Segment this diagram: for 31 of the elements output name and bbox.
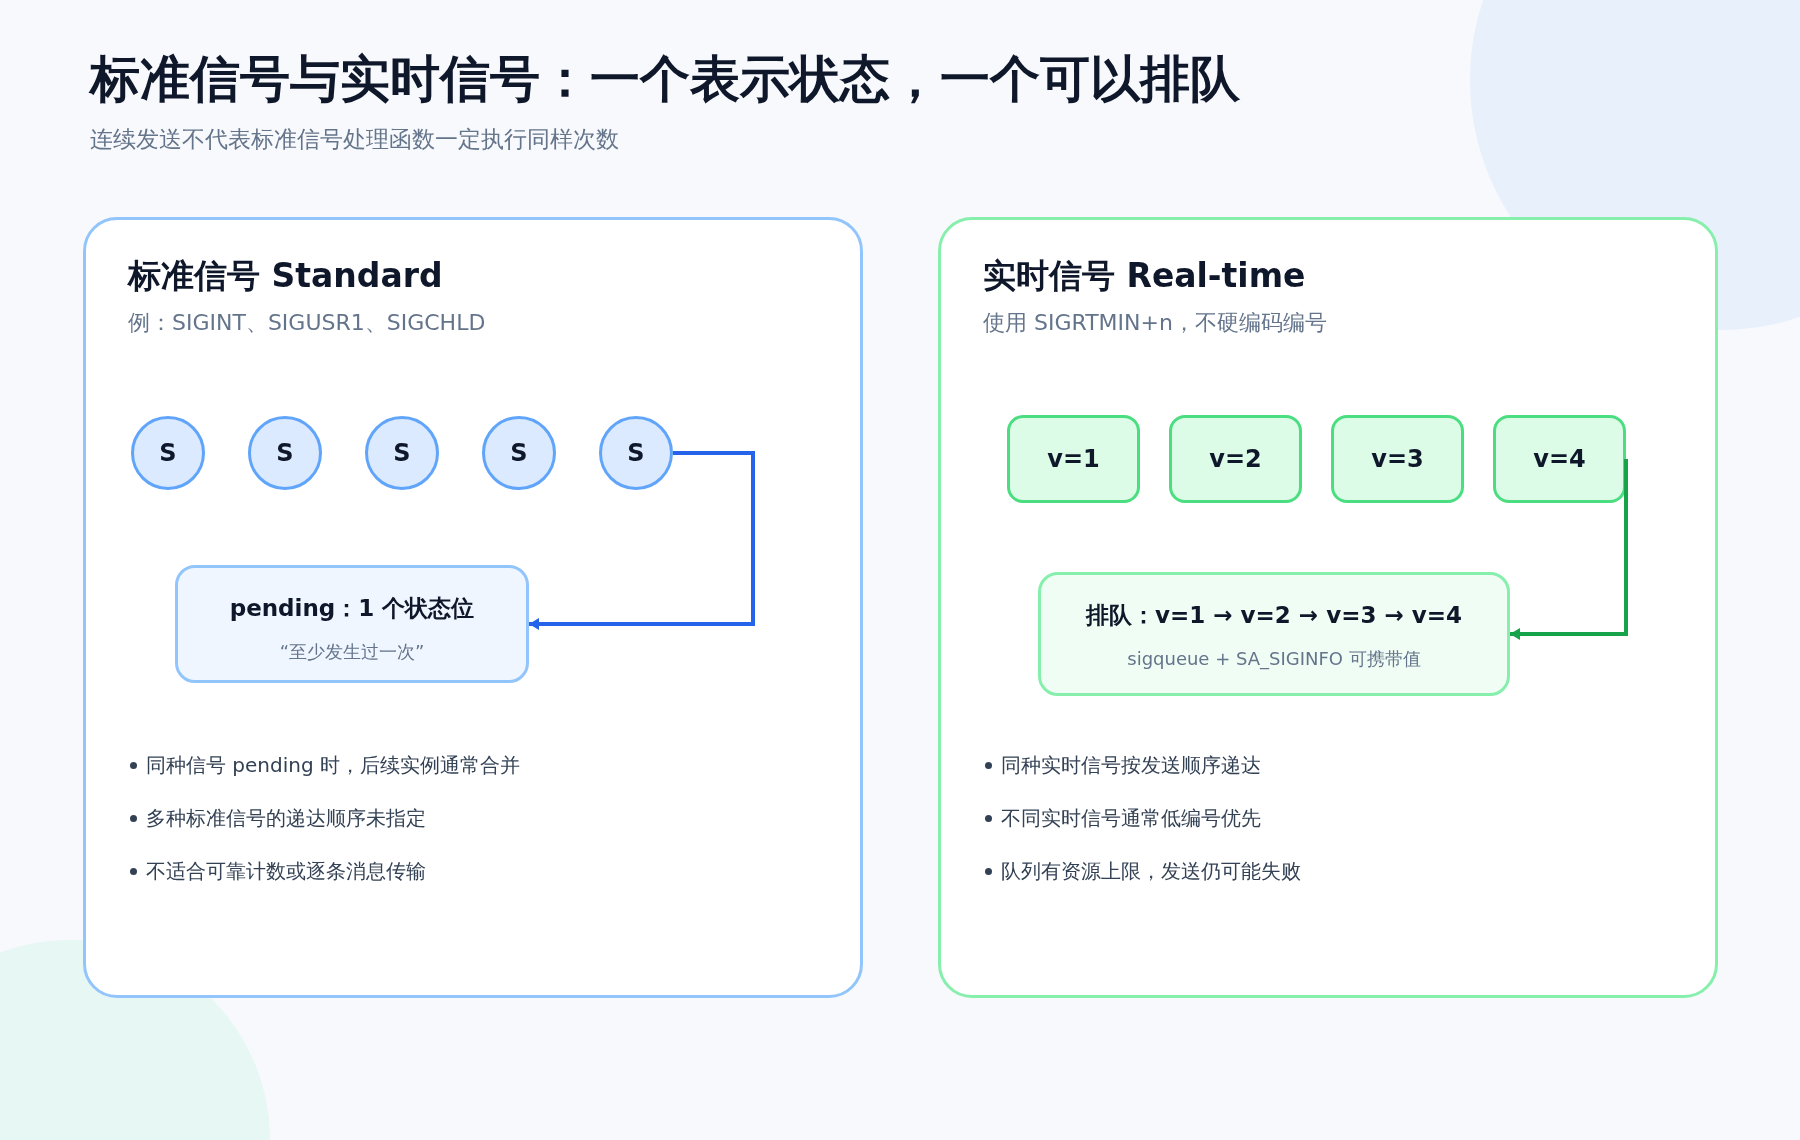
value-box: v=3 <box>1331 415 1464 503</box>
subtitle: 连续发送不代表标准信号处理函数一定执行同样次数 <box>90 125 619 154</box>
panel-heading: 标准信号 Standard <box>128 255 443 297</box>
bullet-text: 同种信号 pending 时，后续实例通常合并 <box>146 752 520 779</box>
signal-circle: S <box>482 416 556 490</box>
value-box: v=2 <box>1169 415 1302 503</box>
signal-circle: S <box>248 416 322 490</box>
title: 标准信号与实时信号：一个表示状态，一个可以排队 <box>90 49 1240 110</box>
value-box: v=1 <box>1007 415 1140 503</box>
box-note: sigqueue + SA_SIGINFO 可携带值 <box>1126 647 1422 671</box>
signal-circle: S <box>365 416 439 490</box>
panel-heading: 实时信号 Real-time <box>983 255 1306 297</box>
box-heading: 排队：v=1 → v=2 → v=3 → v=4 <box>1084 601 1463 630</box>
panel-card <box>938 217 1718 998</box>
bullet-text: 不同实时信号通常低编号优先 <box>1001 805 1261 832</box>
value-box: v=4 <box>1493 415 1626 503</box>
arrow <box>1510 457 1628 640</box>
signal-circle: S <box>131 416 205 490</box>
panel-subheading: 例：SIGINT、SIGUSR1、SIGCHLD <box>128 309 486 337</box>
signal-circle: S <box>599 416 673 490</box>
arrow <box>529 451 755 630</box>
panel-card <box>83 217 863 998</box>
bullet-text: 多种标准信号的递达顺序未指定 <box>146 805 426 832</box>
bullet-text: 同种实时信号按发送顺序递达 <box>1001 752 1261 779</box>
bullet-text: 队列有资源上限，发送仍可能失败 <box>1001 858 1301 885</box>
panel-subheading: 使用 SIGRTMIN+n，不硬编码编号 <box>983 309 1327 337</box>
box-note: “至少发生过一次” <box>278 640 426 664</box>
box-heading: pending：1 个状态位 <box>228 594 476 623</box>
bullet-text: 不适合可靠计数或逐条消息传输 <box>146 858 426 885</box>
state-box <box>1038 572 1510 696</box>
state-box <box>175 565 529 683</box>
